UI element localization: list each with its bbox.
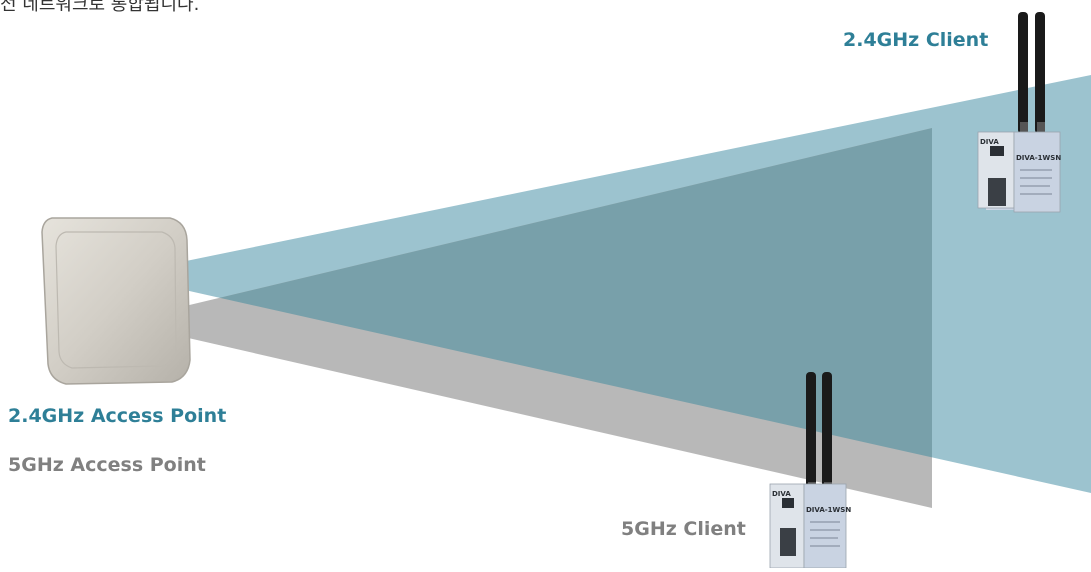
label-5ghz-access-point: 5GHz Access Point (8, 454, 206, 476)
label-2-4ghz-client: 2.4GHz Client (843, 29, 989, 51)
label-5ghz-client: 5GHz Client (621, 518, 746, 540)
client-device-5ghz (769, 372, 847, 569)
top-caption: 전 네트워크로 통합됩니다. (0, 0, 200, 15)
client-device-2-4ghz (977, 12, 1061, 213)
device-model-5ghz: DIVA-1WSN (806, 506, 851, 514)
device-brand-2-4ghz: DIVA (980, 138, 999, 146)
label-2-4ghz-access-point: 2.4GHz Access Point (8, 405, 227, 427)
device-model-2-4ghz: DIVA-1WSN (1016, 154, 1061, 162)
device-brand-5ghz: DIVA (772, 490, 791, 498)
access-point-antenna (41, 217, 191, 385)
